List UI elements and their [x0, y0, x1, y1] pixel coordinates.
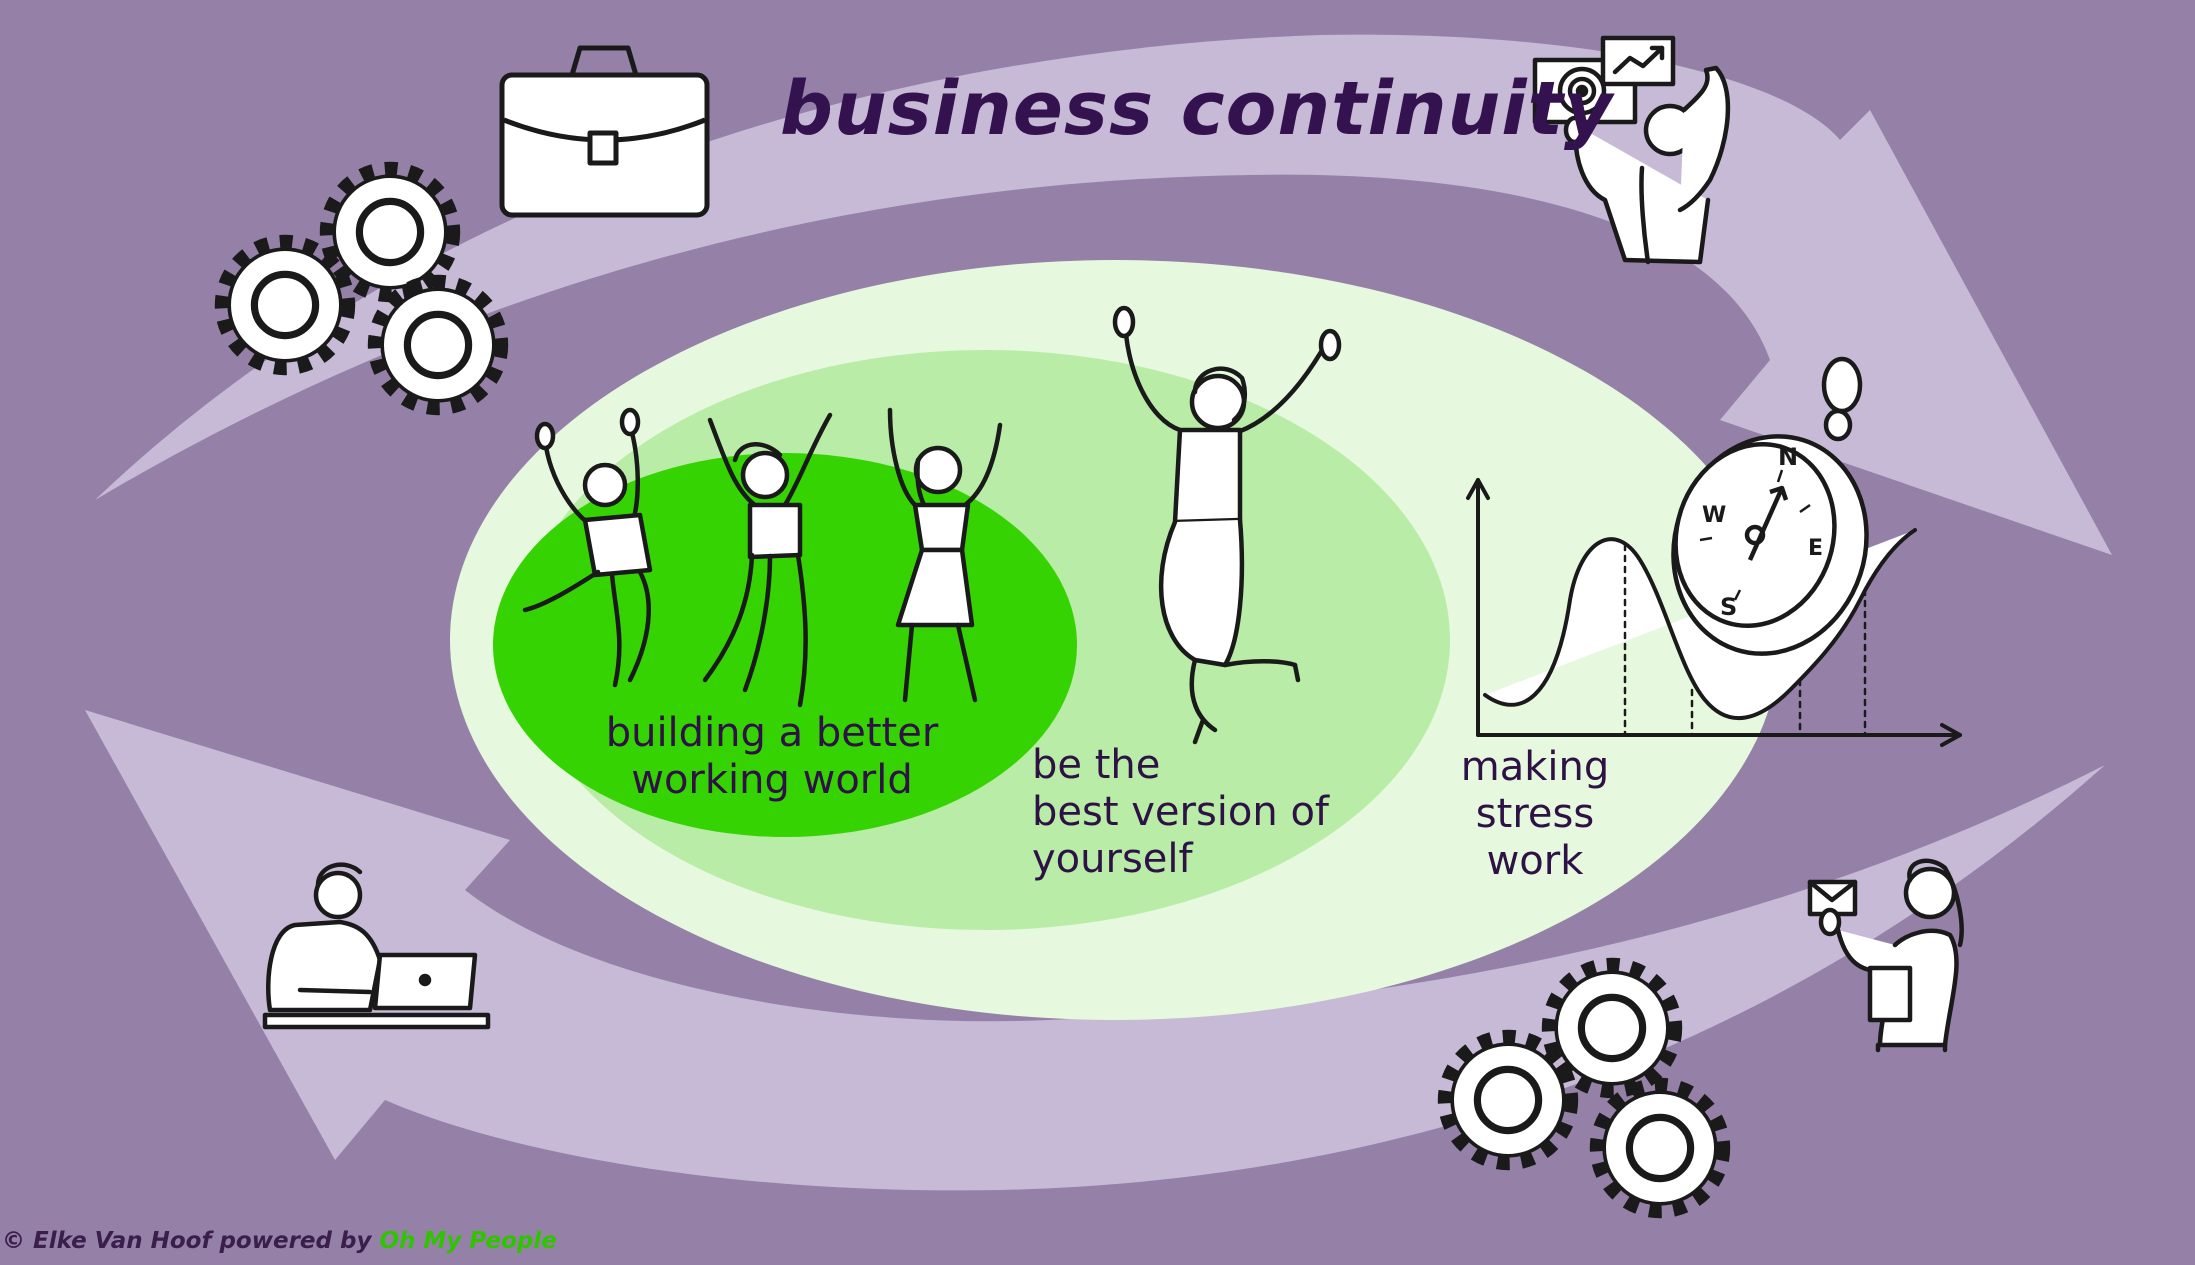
right-label-line-1: making [1460, 744, 1610, 790]
inner-label-line-2: working world [631, 757, 913, 803]
middle-label-line-3: yourself [1032, 836, 1193, 882]
middle-label-line-1: be the [1032, 742, 1161, 788]
right-label-line-3: work [1486, 838, 1584, 884]
laptop-worker-icon [262, 862, 491, 1030]
celebrating-people-icon [522, 305, 1342, 745]
inner-label-line-1: building a better [605, 710, 939, 756]
middle-circle-label: be the best version of yourself [1032, 742, 1329, 883]
credit-brand: Oh My People [379, 1228, 557, 1254]
credit-line: © Elke Van Hoof powered by Oh My People [2, 1228, 557, 1254]
compass-west: W [1702, 503, 1726, 528]
outer-circle-label: making stress work [1440, 744, 1630, 885]
credit-text: © Elke Van Hoof powered by [2, 1228, 372, 1254]
compass-south: S [1720, 593, 1737, 621]
diagram-title: business continuity [780, 66, 1614, 152]
middle-label-line-2: best version of [1032, 789, 1330, 835]
inner-circle-label: building a better working world [572, 710, 972, 804]
mail-worker-icon [1807, 858, 1964, 1053]
presenter-icon [1532, 35, 1731, 265]
compass-north: N [1778, 443, 1798, 471]
right-label-line-2: stress [1475, 791, 1595, 837]
compass-east: E [1808, 536, 1823, 561]
compass-icon: N S E W [1671, 356, 1869, 656]
briefcase-icon [499, 45, 710, 218]
